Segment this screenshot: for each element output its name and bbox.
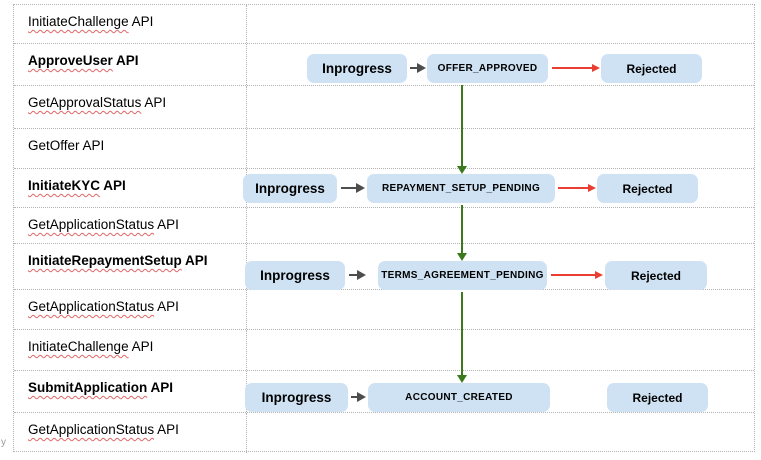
flow-cell xyxy=(247,413,754,453)
table-row: SubmitApplication API xyxy=(14,371,754,413)
api-suffix: API xyxy=(141,95,167,110)
table-row: InitiateChallenge API xyxy=(14,5,754,44)
api-name-cell: InitiateRepaymentSetup API xyxy=(14,244,247,289)
flow-cell xyxy=(247,371,754,412)
api-name-cell: InitiateChallenge API xyxy=(14,5,247,43)
api-suffix: API xyxy=(128,339,154,354)
table-row: InitiateKYC API xyxy=(14,169,754,208)
api-label: GetApplicationStatus API xyxy=(28,422,179,437)
api-state-table: InitiateChallenge API ApproveUser API Ge… xyxy=(13,4,755,453)
api-name-cell: InitiateKYC API xyxy=(14,169,247,207)
api-label: InitiateRepaymentSetup API xyxy=(28,253,208,268)
table-row: GetApplicationStatus API xyxy=(14,413,754,453)
flow-cell xyxy=(247,208,754,243)
flow-cell xyxy=(247,129,754,168)
api-name-cell: InitiateChallenge API xyxy=(14,330,247,370)
api-label: InitiateChallenge API xyxy=(28,14,153,29)
api-name-cell: GetOffer API xyxy=(14,129,247,168)
api-suffix: API xyxy=(181,253,208,268)
api-name-cell: ApproveUser API xyxy=(14,44,247,85)
api-name: GetApprovalStatus xyxy=(28,95,142,110)
table-row: GetApplicationStatus API xyxy=(14,290,754,330)
api-label: GetApplicationStatus API xyxy=(28,299,179,314)
api-suffix: API xyxy=(154,422,179,437)
api-name: GetOffer xyxy=(28,138,80,153)
table-row: GetApprovalStatus API xyxy=(14,86,754,129)
table-row: InitiateRepaymentSetup API xyxy=(14,244,754,290)
api-suffix: API xyxy=(100,178,126,193)
api-suffix: API xyxy=(112,53,139,68)
api-name-cell: GetApplicationStatus API xyxy=(14,290,247,329)
flow-cell xyxy=(247,290,754,329)
api-name-cell: SubmitApplication API xyxy=(14,371,247,412)
api-name: InitiateChallenge xyxy=(28,14,129,29)
api-name: InitiateKYC xyxy=(28,178,101,193)
api-suffix: API xyxy=(154,217,179,232)
flow-cell xyxy=(247,5,754,43)
api-suffix: API xyxy=(128,14,154,29)
api-name-cell: GetApplicationStatus API xyxy=(14,413,247,453)
api-name: SubmitApplication xyxy=(28,380,148,395)
clipped-text-fragment: y xyxy=(1,437,6,448)
flow-cell xyxy=(247,86,754,128)
api-name: GetApplicationStatus xyxy=(28,422,155,437)
table-row: InitiateChallenge API xyxy=(14,330,754,371)
table-row: GetOffer API xyxy=(14,129,754,169)
flow-cell xyxy=(247,244,754,289)
api-name: InitiateChallenge xyxy=(28,339,129,354)
api-label: GetApplicationStatus API xyxy=(28,217,179,232)
api-label: SubmitApplication API xyxy=(28,380,173,395)
api-label: ApproveUser API xyxy=(28,53,139,68)
flow-cell xyxy=(247,169,754,207)
api-name-cell: GetApplicationStatus API xyxy=(14,208,247,243)
flow-cell xyxy=(247,330,754,370)
api-label: GetOffer API xyxy=(28,138,104,153)
table-row: ApproveUser API xyxy=(14,44,754,86)
api-suffix: API xyxy=(154,299,179,314)
api-label: InitiateChallenge API xyxy=(28,339,153,354)
api-name: GetApplicationStatus xyxy=(28,217,155,232)
api-label: GetApprovalStatus API xyxy=(28,95,166,110)
api-suffix: API xyxy=(147,380,174,395)
api-name: ApproveUser xyxy=(28,53,113,68)
api-label: InitiateKYC API xyxy=(28,178,126,193)
api-suffix: API xyxy=(79,138,105,153)
api-name: GetApplicationStatus xyxy=(28,299,155,314)
api-name: InitiateRepaymentSetup xyxy=(28,253,182,268)
flow-cell xyxy=(247,44,754,85)
table-row: GetApplicationStatus API xyxy=(14,208,754,244)
api-name-cell: GetApprovalStatus API xyxy=(14,86,247,128)
